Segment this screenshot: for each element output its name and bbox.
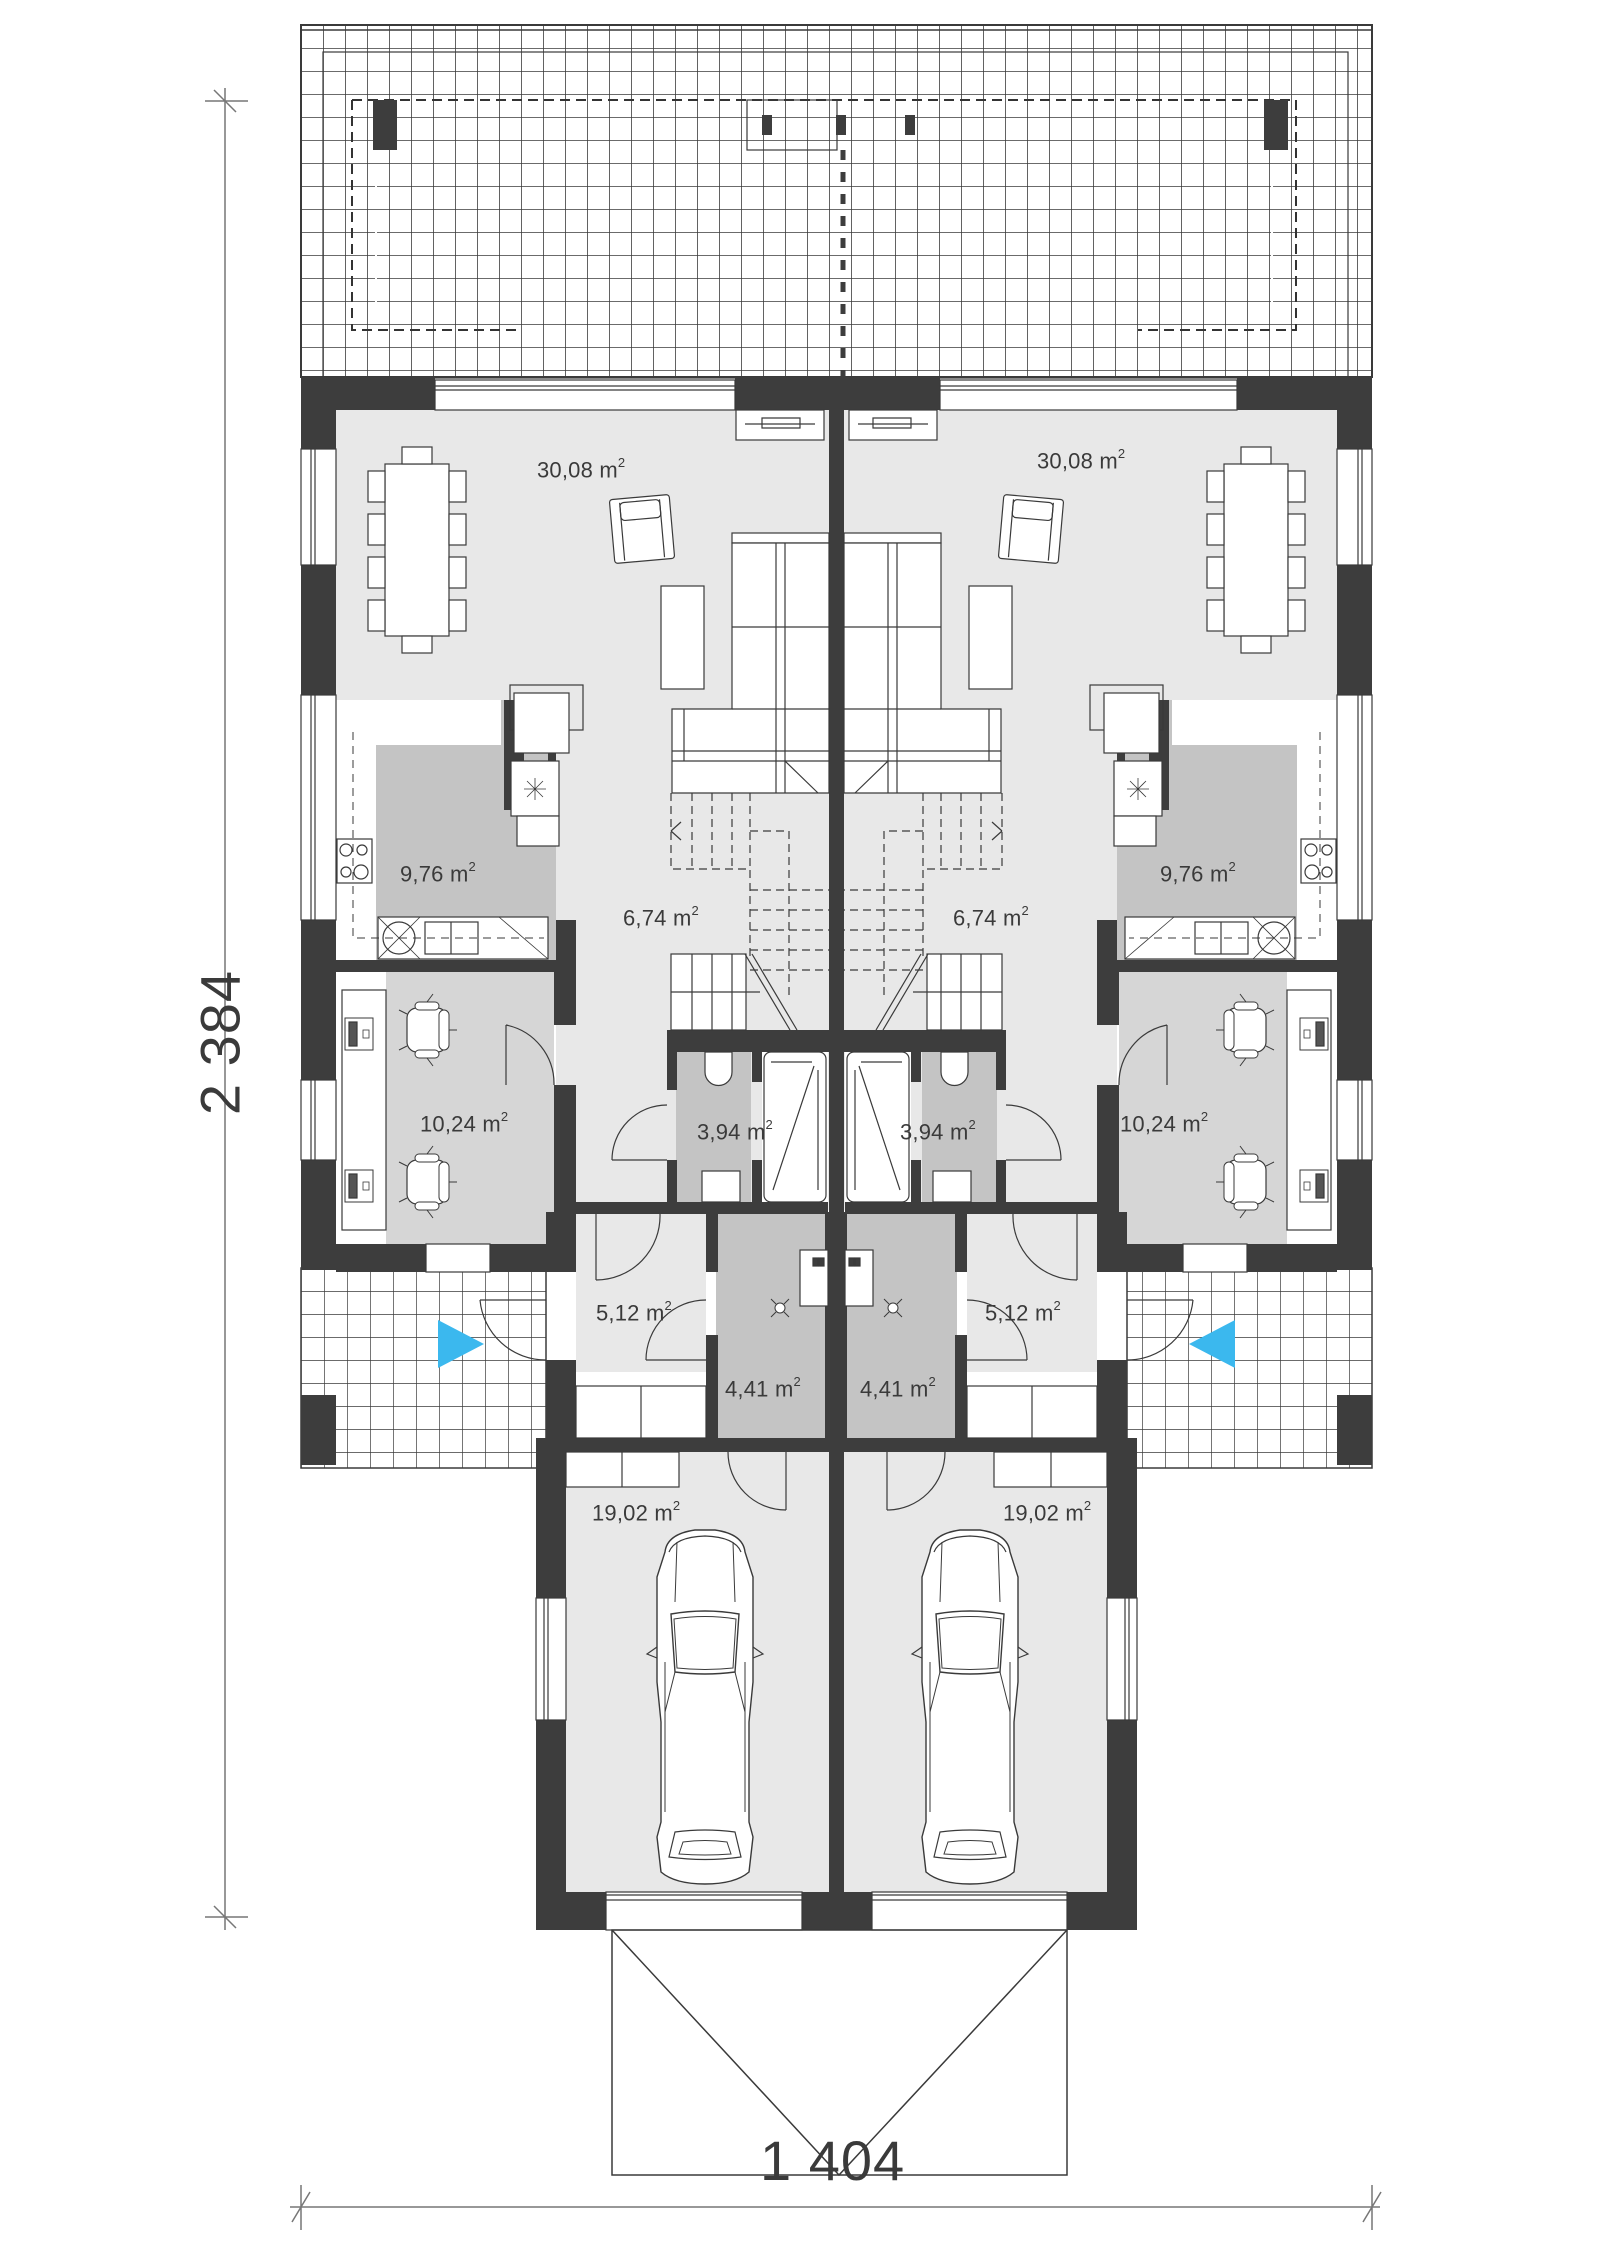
area-label-office-left: 10,24 m2 bbox=[420, 1109, 509, 1137]
entrance-arrow-icon bbox=[438, 1320, 484, 1368]
desk-computer-icon bbox=[1299, 1017, 1329, 1051]
sofa-icon bbox=[671, 532, 830, 794]
toilet-icon bbox=[940, 1051, 969, 1087]
area-label-office-right: 10,24 m2 bbox=[1120, 1109, 1209, 1137]
pillar bbox=[1264, 100, 1288, 150]
door-swing-icon bbox=[727, 1451, 787, 1511]
door-swing-icon bbox=[611, 1104, 668, 1161]
furniture-left bbox=[336, 409, 830, 1885]
toilet-icon bbox=[704, 1051, 733, 1087]
door-swing-icon bbox=[505, 1024, 555, 1086]
area-label-hall-right: 6,74 m2 bbox=[953, 903, 1029, 931]
floors bbox=[336, 410, 1337, 1892]
door-swing-icon bbox=[479, 1299, 547, 1361]
area-label-bath-right: 3,94 m2 bbox=[900, 1117, 976, 1145]
area-label-utility-right: 4,41 m2 bbox=[860, 1374, 936, 1402]
height-dimension-label: 2 384 bbox=[188, 969, 252, 1116]
furniture-right-explicit bbox=[843, 409, 1337, 1885]
area-label-living-left: 30,08 m2 bbox=[537, 455, 626, 483]
windows bbox=[300, 379, 1373, 1931]
walls bbox=[301, 377, 1372, 1930]
area-label-vestibule-left: 5,12 m2 bbox=[596, 1298, 672, 1326]
door-swing-icon bbox=[645, 1299, 707, 1361]
desk-computer-icon bbox=[344, 1169, 374, 1203]
desk-computer-icon bbox=[1299, 1169, 1329, 1203]
dining-table-icon bbox=[1223, 463, 1289, 637]
driveway bbox=[611, 1929, 1068, 2177]
width-dimension-label: 1 404 bbox=[760, 2129, 906, 2192]
area-label-kitchen-left: 9,76 m2 bbox=[400, 859, 476, 887]
door-swing-icon bbox=[1005, 1104, 1062, 1161]
entrance-terrace-right bbox=[1126, 1267, 1373, 1469]
area-label-garage-left: 19,02 m2 bbox=[592, 1498, 681, 1526]
sofa-icon bbox=[843, 532, 1002, 794]
door-swing-icon bbox=[1118, 1024, 1168, 1086]
area-label-utility-left: 4,41 m2 bbox=[725, 1374, 801, 1402]
sink-icon bbox=[932, 1170, 972, 1203]
doors bbox=[479, 1024, 1194, 1511]
car-icon bbox=[911, 1529, 1029, 1885]
area-label-hall-left: 6,74 m2 bbox=[623, 903, 699, 931]
car-icon bbox=[646, 1529, 764, 1885]
armchair-icon bbox=[608, 494, 676, 564]
bathtub-icon bbox=[763, 1051, 827, 1203]
door-swing-icon bbox=[595, 1213, 661, 1281]
dining-table-icon bbox=[384, 463, 450, 637]
area-label-living-right: 30,08 m2 bbox=[1037, 446, 1126, 474]
dimension-lines bbox=[205, 88, 1382, 2230]
door-swing-icon bbox=[886, 1451, 946, 1511]
bathtub-icon bbox=[846, 1051, 910, 1203]
desk-computer-icon bbox=[344, 1017, 374, 1051]
door-swing-icon bbox=[966, 1299, 1028, 1361]
rear-pergola bbox=[300, 24, 1373, 379]
armchair-icon bbox=[997, 494, 1065, 564]
pillar bbox=[373, 100, 397, 150]
sink-icon bbox=[701, 1170, 741, 1203]
area-label-vestibule-right: 5,12 m2 bbox=[985, 1298, 1061, 1326]
area-label-kitchen-right: 9,76 m2 bbox=[1160, 859, 1236, 887]
door-swing-icon bbox=[1126, 1299, 1194, 1361]
area-label-garage-right: 19,02 m2 bbox=[1003, 1498, 1092, 1526]
entrance-terrace-left bbox=[300, 1267, 547, 1469]
entrance-arrow-icon bbox=[1189, 1320, 1235, 1368]
area-label-bath-left: 3,94 m2 bbox=[697, 1117, 773, 1145]
door-swing-icon bbox=[1012, 1213, 1078, 1281]
